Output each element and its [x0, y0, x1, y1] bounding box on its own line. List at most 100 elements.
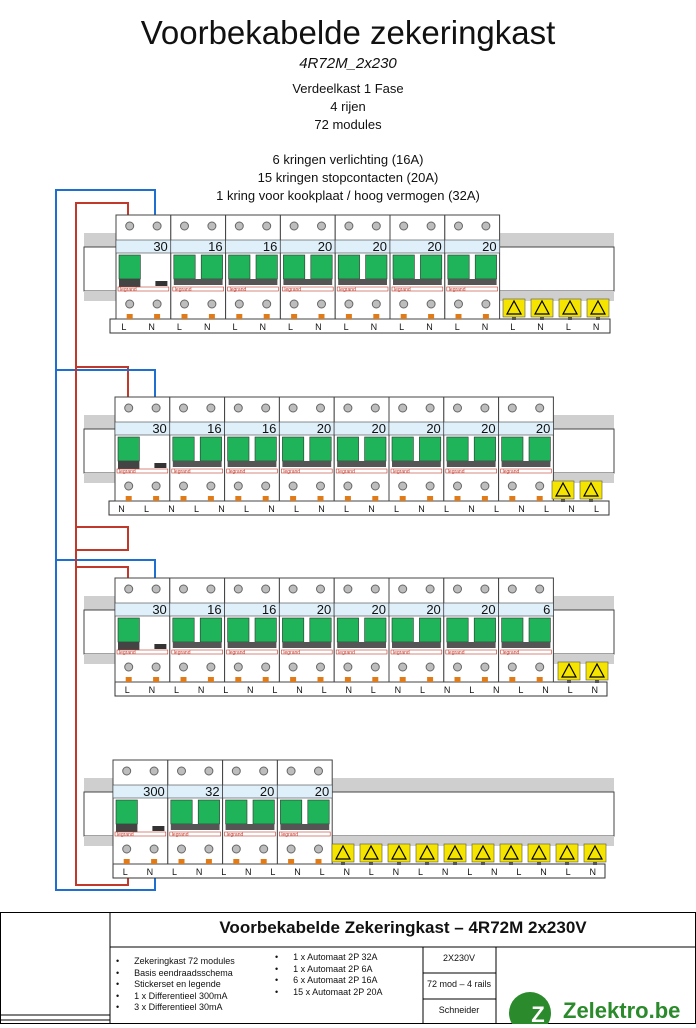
lever-icon	[420, 254, 443, 280]
rating-band	[277, 784, 333, 799]
brand-bar	[446, 286, 498, 292]
screw-icon	[180, 299, 189, 309]
lever-base	[227, 461, 277, 467]
terminal-label: N	[568, 504, 575, 514]
spec-brand: Schneider	[438, 1005, 480, 1015]
terminal-label: N	[218, 504, 225, 514]
test-button-icon	[152, 826, 165, 831]
terminal-icon	[207, 496, 214, 501]
terminal-label: L	[177, 322, 182, 332]
screw-icon	[398, 403, 408, 413]
brand-bar	[171, 468, 223, 474]
warning-icon	[502, 844, 520, 860]
screw-icon	[398, 481, 408, 491]
terminal-label: L	[221, 867, 226, 877]
brand-bar	[282, 286, 334, 292]
terminal-label: L	[469, 685, 474, 695]
terminal-label: L	[544, 504, 549, 514]
terminal-icon	[262, 677, 269, 682]
terminal-icon	[344, 496, 351, 501]
terminal-strip	[112, 863, 606, 879]
brand-bar	[227, 286, 279, 292]
lever-icon	[364, 436, 387, 462]
terminal-icon	[180, 677, 187, 682]
screw-icon	[426, 221, 436, 231]
terminal-label: N	[196, 867, 203, 877]
terminal-icon	[208, 314, 215, 319]
screw-icon	[125, 299, 135, 309]
lever-base	[282, 642, 332, 648]
terminal-icon	[428, 314, 435, 319]
screw-icon	[179, 662, 188, 672]
terminal-icon	[482, 314, 489, 319]
lever-icon	[283, 254, 306, 280]
screw-icon	[204, 844, 214, 854]
terminal-label: N	[148, 322, 155, 332]
lever-base	[392, 642, 441, 648]
lever-icon	[172, 617, 195, 643]
breaker-rating: 6	[543, 602, 550, 617]
terminal-label: L	[444, 504, 449, 514]
breaker-rating: 20	[318, 239, 332, 254]
terminal-icon	[455, 314, 462, 319]
screw-icon	[125, 221, 135, 231]
test-button-icon	[154, 644, 167, 649]
terminal-icon	[151, 859, 158, 864]
warning-icon	[474, 844, 492, 860]
terminal-foot	[567, 680, 571, 683]
lever-icon	[199, 436, 222, 462]
test-button-icon	[155, 281, 168, 286]
screw-icon	[288, 584, 298, 594]
terminal-icon	[454, 677, 461, 682]
title-block-title: Voorbekabelde Zekeringkast – 4R72M 2x230…	[219, 918, 587, 937]
terminal-foot	[397, 862, 401, 865]
brand-bar	[171, 649, 223, 655]
breaker-rating: 20	[426, 602, 440, 617]
screw-icon	[286, 766, 296, 776]
lever-icon	[227, 617, 250, 643]
brand-label: legrand	[227, 832, 244, 838]
screw-icon	[316, 403, 325, 413]
terminal-label: L	[294, 504, 299, 514]
terminal-icon	[153, 677, 160, 682]
lever-icon	[282, 617, 305, 643]
brand-bar	[172, 286, 224, 292]
screw-icon	[234, 299, 244, 309]
terminal-label: N	[296, 685, 303, 695]
terminal-foot	[537, 862, 541, 865]
terminal-label: N	[395, 685, 402, 695]
brand-label: legrand	[448, 469, 465, 475]
screw-icon	[370, 403, 380, 413]
lever-icon	[501, 436, 524, 462]
brand-bar	[500, 649, 552, 655]
page-title: Voorbekabelde zekeringkast	[140, 14, 556, 51]
terminal-label: L	[394, 504, 399, 514]
brand-label: legrand	[174, 469, 191, 475]
screw-icon	[371, 299, 381, 309]
screw-icon	[288, 481, 298, 491]
terminal-icon	[317, 677, 324, 682]
terminal-label: L	[418, 867, 423, 877]
terminal-icon	[154, 314, 161, 319]
lever-icon	[227, 436, 250, 462]
title-block	[0, 912, 696, 1024]
brand-label: legrand	[281, 832, 298, 838]
din-rail-bottom	[84, 836, 614, 846]
terminal-foot	[565, 862, 569, 865]
screw-icon	[179, 403, 188, 413]
brand-bar	[391, 286, 444, 292]
brand-label: legrand	[283, 469, 300, 475]
warning-icon	[505, 299, 523, 315]
terminal-label: N	[368, 504, 375, 514]
lever-icon	[336, 436, 359, 462]
